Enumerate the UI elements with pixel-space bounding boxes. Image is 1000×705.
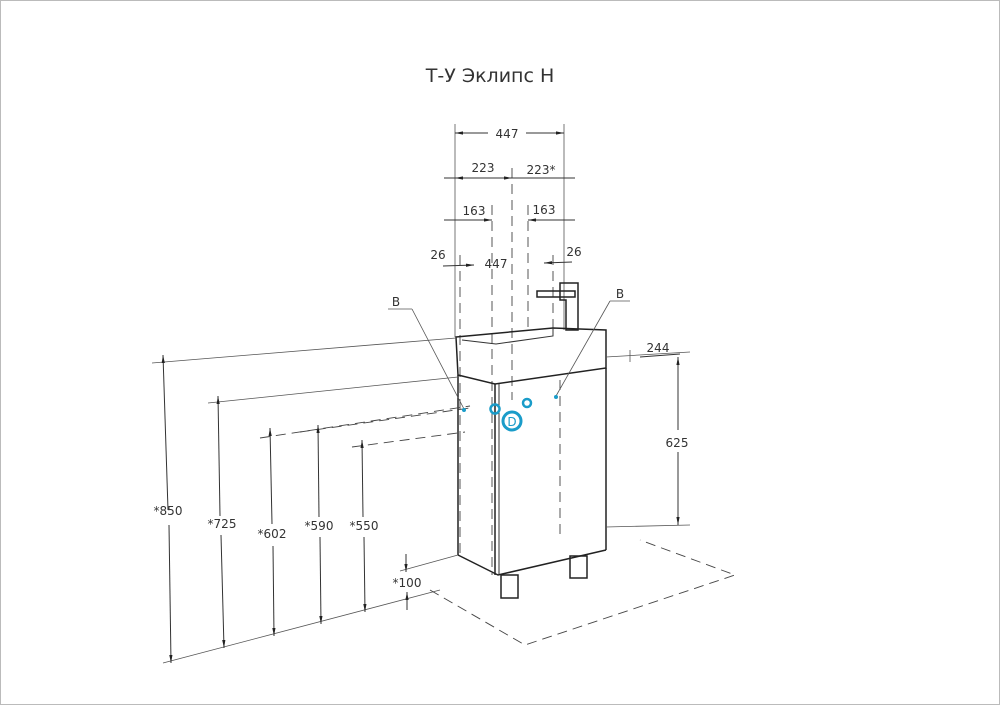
drain-point-d	[501, 410, 523, 432]
drain-point-b-left	[462, 408, 466, 412]
dim-h550: *550	[350, 519, 379, 533]
drain-point-b-right	[554, 395, 558, 399]
pipe-point-c-right	[521, 397, 533, 409]
dim-h602: *602	[258, 527, 287, 541]
height-reference-lines	[151, 337, 737, 664]
dim-half-right: 223*	[527, 163, 556, 177]
marker-b-left-label: B	[392, 295, 400, 309]
extension-lines	[454, 124, 565, 575]
dim-offset-right: 163	[533, 203, 556, 217]
leg-back	[569, 555, 588, 579]
dim-h100: *100	[393, 576, 422, 590]
dim-cabinet-height: 625	[666, 436, 689, 450]
faucet	[536, 282, 579, 331]
dim-h850: *850	[154, 504, 183, 518]
width-dimensions: 447 223 223* 163 163 447 26 26	[430, 127, 581, 271]
height-dimensions: *850 *725 *602 *590 *550 *100 625 244	[154, 341, 689, 664]
dim-h590: *590	[305, 519, 334, 533]
dim-inner-width: 447	[485, 257, 508, 271]
drawing-title: Т-У Эклипс Н	[425, 65, 555, 87]
dim-margin-left: 26	[430, 248, 445, 262]
marker-b-right-label: B	[616, 287, 624, 301]
pipe-point-c-left	[489, 403, 501, 415]
dim-margin-right: 26	[566, 245, 581, 259]
dim-h725: *725	[208, 517, 237, 531]
marker-d-label: D	[507, 415, 516, 429]
connection-markers: B B D	[388, 287, 630, 432]
leg-front	[500, 574, 519, 599]
cabinet	[455, 327, 607, 599]
dim-offset-left: 163	[463, 204, 486, 218]
dim-width-total: 447	[496, 127, 519, 141]
dim-depth: 244	[647, 341, 670, 355]
dim-half-left: 223	[472, 161, 495, 175]
